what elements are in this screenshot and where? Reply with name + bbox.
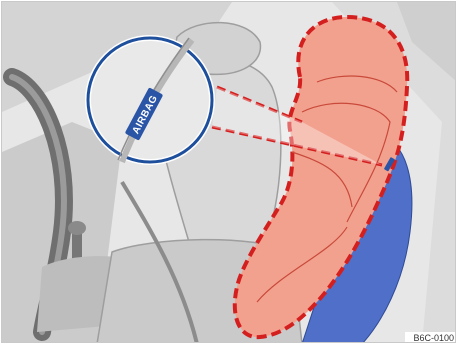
reference-code: B6C-0100 bbox=[413, 333, 454, 343]
illustration-canvas: AIRBAG B6C-0100 bbox=[2, 2, 456, 343]
gear-knob bbox=[68, 221, 86, 235]
magnifier: AIRBAG bbox=[88, 38, 212, 162]
